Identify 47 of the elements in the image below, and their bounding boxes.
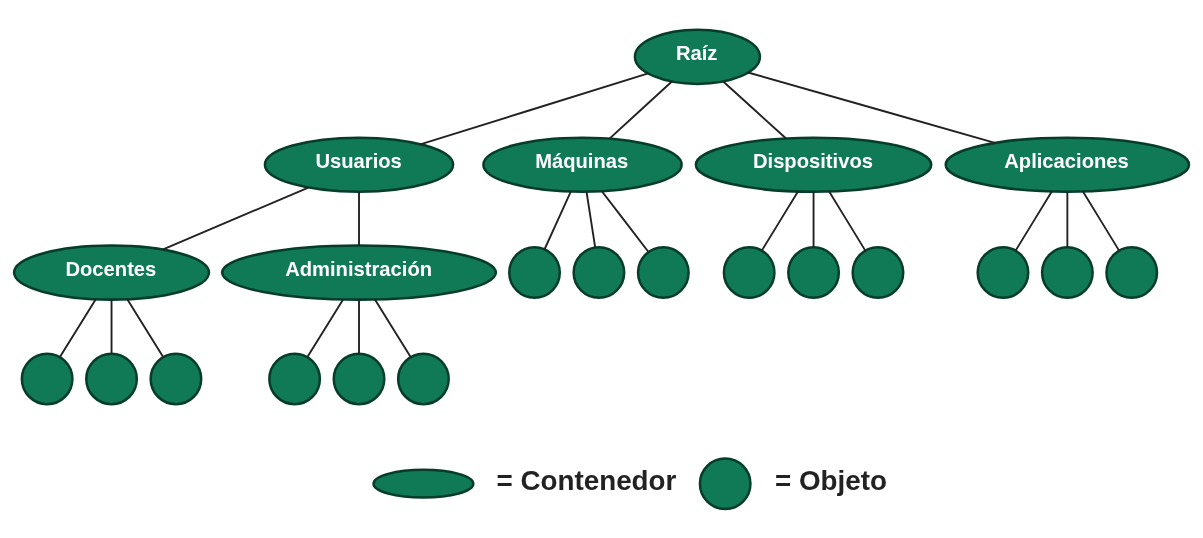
node-ellipse bbox=[372, 468, 475, 499]
legend-label: = Contenedor bbox=[496, 464, 677, 495]
connector bbox=[126, 298, 164, 358]
node-circle bbox=[572, 245, 626, 299]
node-circle bbox=[508, 245, 562, 299]
node-ellipse: Usuarios bbox=[263, 135, 455, 193]
node-circle bbox=[636, 245, 690, 299]
node-circle bbox=[85, 351, 139, 405]
node-circle bbox=[722, 245, 776, 299]
connector bbox=[760, 190, 799, 252]
connector bbox=[161, 186, 310, 251]
node-circle bbox=[1040, 245, 1094, 299]
connector bbox=[110, 298, 113, 354]
connector bbox=[1082, 190, 1121, 252]
node-circle bbox=[698, 456, 752, 510]
connector bbox=[585, 190, 597, 248]
connector bbox=[812, 190, 815, 248]
node-circle bbox=[396, 351, 450, 405]
node-circle bbox=[1105, 245, 1159, 299]
node-ellipse: Dispositivos bbox=[694, 135, 933, 193]
connector bbox=[419, 71, 650, 145]
connector bbox=[828, 190, 867, 252]
node-circle bbox=[787, 245, 841, 299]
node-ellipse: Administración bbox=[220, 243, 498, 301]
connector bbox=[1066, 190, 1069, 248]
connector bbox=[543, 190, 572, 250]
node-circle bbox=[268, 351, 322, 405]
node-ellipse: Aplicaciones bbox=[944, 135, 1191, 193]
connector bbox=[374, 298, 412, 358]
connector bbox=[722, 80, 787, 139]
connector bbox=[306, 298, 345, 358]
connector bbox=[1014, 190, 1053, 252]
node-circle bbox=[332, 351, 386, 405]
connector bbox=[358, 190, 360, 246]
connector bbox=[358, 298, 360, 354]
node-ellipse: Docentes bbox=[12, 243, 211, 301]
node-circle bbox=[149, 351, 203, 405]
connector bbox=[601, 190, 650, 253]
connector bbox=[608, 80, 673, 140]
connector bbox=[59, 298, 97, 358]
node-circle bbox=[20, 351, 74, 405]
node-ellipse: Raíz bbox=[633, 28, 762, 85]
connector bbox=[747, 71, 997, 144]
node-circle bbox=[976, 245, 1030, 299]
legend-label: = Objeto bbox=[775, 464, 887, 495]
node-ellipse: Máquinas bbox=[482, 135, 683, 193]
node-circle bbox=[851, 245, 905, 299]
